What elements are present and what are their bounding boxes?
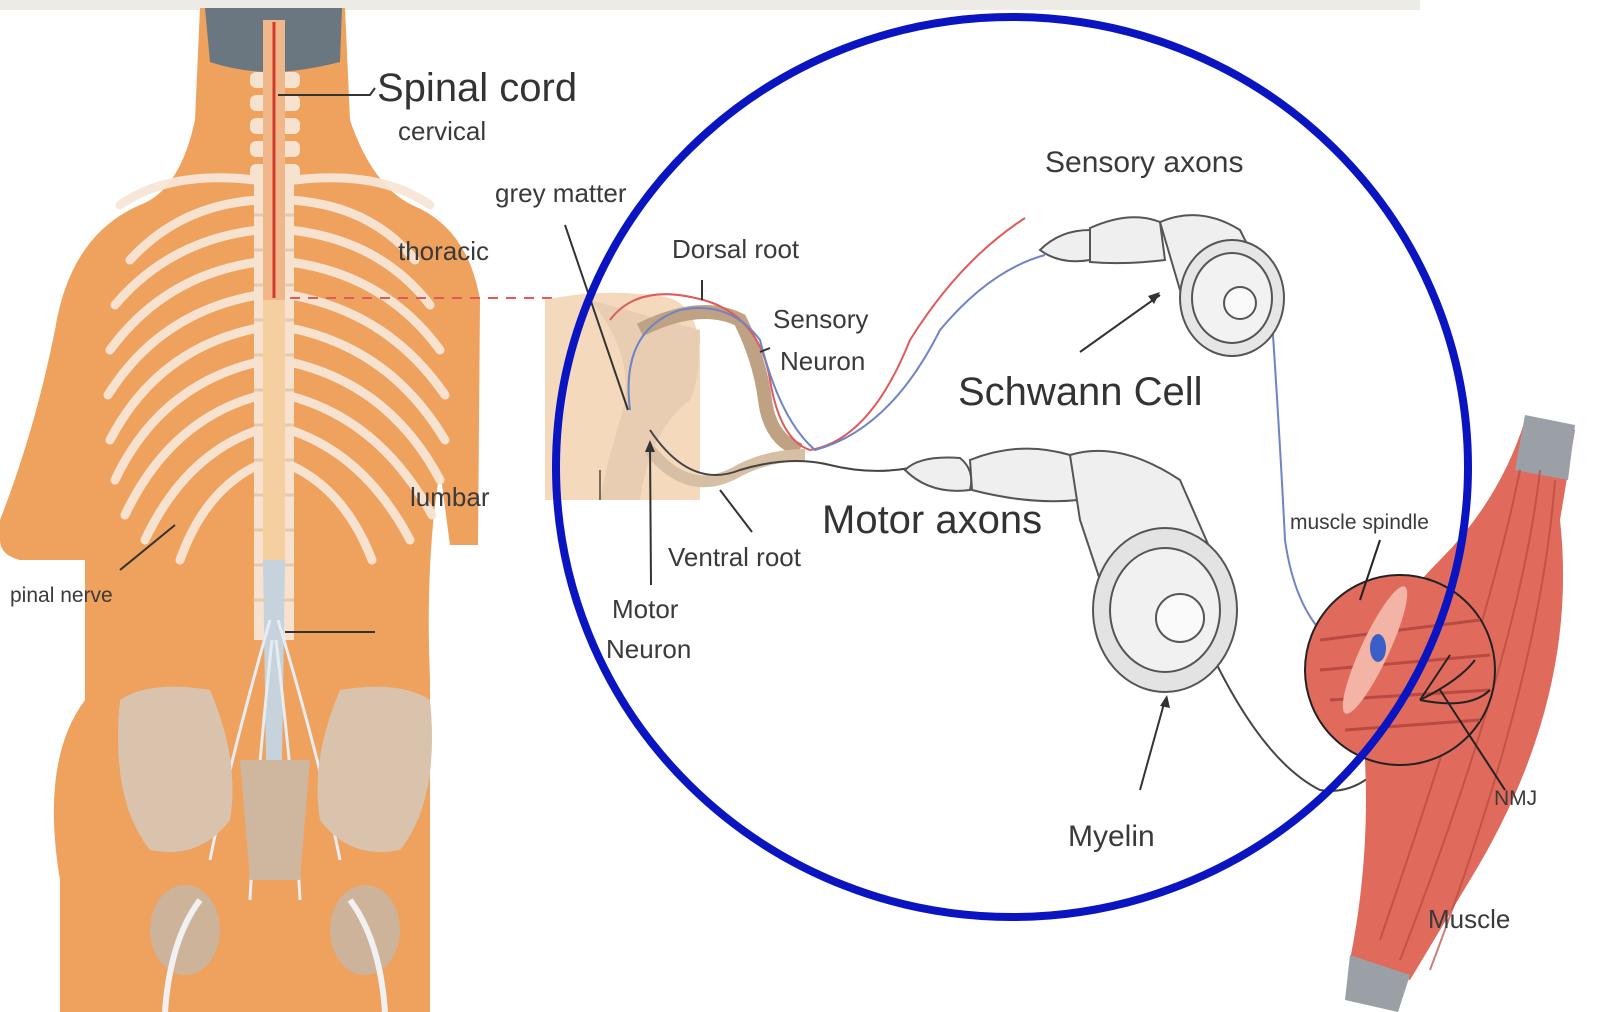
label-cervical: cervical <box>398 118 486 144</box>
label-myelin: Myelin <box>1068 822 1155 852</box>
label-spinal-nerve: pinal nerve <box>10 585 113 606</box>
label-motor-neuron-line2: Neuron <box>606 636 691 662</box>
cord-cross-section <box>545 293 805 500</box>
label-lumbar: lumbar <box>410 484 489 510</box>
label-thoracic: thoracic <box>398 238 489 264</box>
label-sensory-axons: Sensory axons <box>1045 148 1243 178</box>
label-muscle: Muscle <box>1428 906 1510 932</box>
label-sensory-neuron-line1: Sensory <box>773 306 868 332</box>
torso-illustration <box>0 8 480 1012</box>
label-nmj: NMJ <box>1494 788 1537 809</box>
label-muscle-spindle: muscle spindle <box>1290 512 1429 533</box>
label-ventral-root: Ventral root <box>668 544 801 570</box>
label-motor-neuron-line1: Motor <box>612 596 678 622</box>
label-grey-matter: grey matter <box>495 180 627 206</box>
sensory-axon-illustration <box>1040 215 1284 356</box>
label-motor-axons: Motor axons <box>822 500 1042 540</box>
motor-axon-illustration <box>905 449 1237 692</box>
label-sensory-neuron-line2: Neuron <box>780 348 865 374</box>
label-spinal-cord: Spinal cord <box>377 68 577 108</box>
label-schwann-cell: Schwann Cell <box>958 372 1203 412</box>
label-dorsal-root: Dorsal root <box>672 236 799 262</box>
